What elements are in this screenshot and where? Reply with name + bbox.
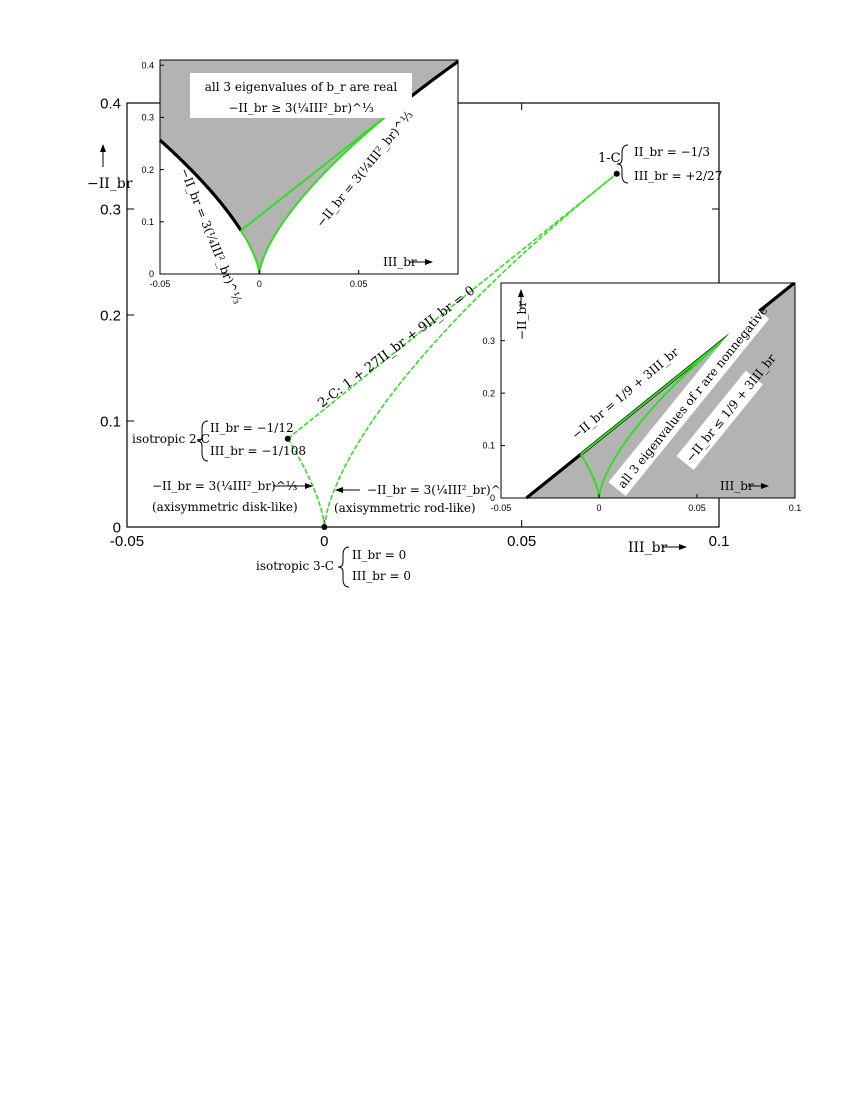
inset1-ytick-label: 0.4 [141,60,154,70]
annotation-rod-eq: −II_br = 3(¼III²_br)^⅓ [367,483,513,497]
inset2-xtick-label: 0.05 [688,503,706,513]
main-xtick-label: 0.05 [507,533,536,550]
inset2-xtick-label: 0 [596,503,601,513]
main-point-1c [613,170,620,177]
inset1-ytick-label: 0.2 [141,165,154,175]
annotation-iso-2c-eq1: II_br = −1/12 [210,421,294,435]
inset1-xtick-label: -0.05 [150,279,171,289]
main-ytick-label: 0.2 [100,307,121,324]
annotation-disk-eq: −II_br = 3(¼III²_br)^⅓ [152,479,298,493]
annotation-iso-2c-eq2: III_br = −1/108 [210,444,306,458]
main-xtick-label: 0 [320,533,328,550]
annotation-iso-2c-label: isotropic 2-C [132,432,210,446]
inset2-ytick-label: 0.3 [482,336,495,346]
annotation-iso-3c-eq2: III_br = 0 [352,569,411,583]
main-xtick-label: 0.1 [709,533,730,550]
inset2-line-two-component [580,322,745,456]
annotation-1c-eq2: III_br = +2/27 [634,169,722,183]
main-ytick-label: 0 [113,519,121,536]
inset2-y-axis-label-text: −II_br [515,301,529,340]
inset2-curve-disk-like [579,453,600,499]
annotation-iso-3c-eq1: II_br = 0 [352,548,406,562]
inset1-header-line1: all 3 eigenvalues of b_r are real [205,80,398,94]
inset1-x-axis-label-text: III_br [383,255,417,269]
inset1-xtick-label: 0 [257,279,262,289]
main-x-axis-label: III_br [628,540,687,556]
inset1-x-axis-label: III_br [383,255,433,269]
main-curve-rod-like [323,172,618,528]
main-curve-disk-like [287,438,326,528]
inset1-frame [159,59,459,275]
annotation-iso-2c: isotropic 2-C II_br = −1/12 III_br = −1/… [132,420,306,462]
inset2-x-axis-label: III_br [720,479,769,493]
annotation-disk-note: (axisymmetric disk-like) [152,500,298,514]
main-point-isotropic-3c [321,524,328,530]
annotation-1c-label: 1-C [598,151,621,166]
annotation-rod-note: (axisymmetric rod-like) [334,501,476,515]
inset2-xtick-label: 0.1 [789,503,802,513]
inset2-ytick-label: 0.2 [482,388,495,398]
main-x-axis-label-text: III_br [628,540,668,556]
inset1-curve-disk-like [240,229,261,275]
main-point-isotropic-2c [284,435,291,442]
main-ytick-label: 0.3 [100,201,121,218]
inset2-ytick-label: 0.1 [482,441,495,451]
inset1-bound-right [405,60,459,102]
main-ytick-label: 0.1 [100,413,121,430]
annotation-rod-like: −II_br = 3(¼III²_br)^⅓ (axisymmetric rod… [334,483,513,515]
inset1-xtick-label: 0.05 [350,279,368,289]
inset2-xtick-label: -0.05 [491,503,512,513]
main-ytick-label: 0.4 [100,95,121,112]
main-y-axis-label-text: −II_br [87,176,133,192]
inset1-ytick-label: 0 [149,269,154,279]
inset1-header-line2: −II_br ≥ 3(¼III²_br)^⅓ [228,101,374,115]
inset1-header-box [190,73,412,118]
inset2-frame [500,282,796,499]
annotation-1c-eq1: II_br = −1/3 [634,145,710,159]
inset1-ytick-label: 0.3 [141,113,154,123]
main-line-two-component [287,173,618,440]
annotation-disk-like: −II_br = 3(¼III²_br)^⅓ (axisymmetric dis… [152,479,313,514]
annotation-iso-3c-label: isotropic 3-C [256,559,334,573]
inset2-x-axis-label-text: III_br [720,479,754,493]
annotation-1c: 1-C II_br = −1/3 III_br = +2/27 [598,144,722,184]
inset1-line-two-component [240,99,408,232]
annotation-iso-3c: isotropic 3-C II_br = 0 III_br = 0 [256,546,411,588]
main-xtick-label: -0.05 [110,533,144,550]
inset1-bound-left [158,138,243,232]
inset2-ytick-label: 0 [490,493,495,503]
inset1-ytick-label: 0.1 [141,217,154,227]
annotation-2c-line: 2-C: 1 + 27II_br + 9II_br = 0 [315,283,478,411]
main-y-axis-label: −II_br [87,144,133,192]
inset2-y-axis-label: −II_br [515,289,529,340]
